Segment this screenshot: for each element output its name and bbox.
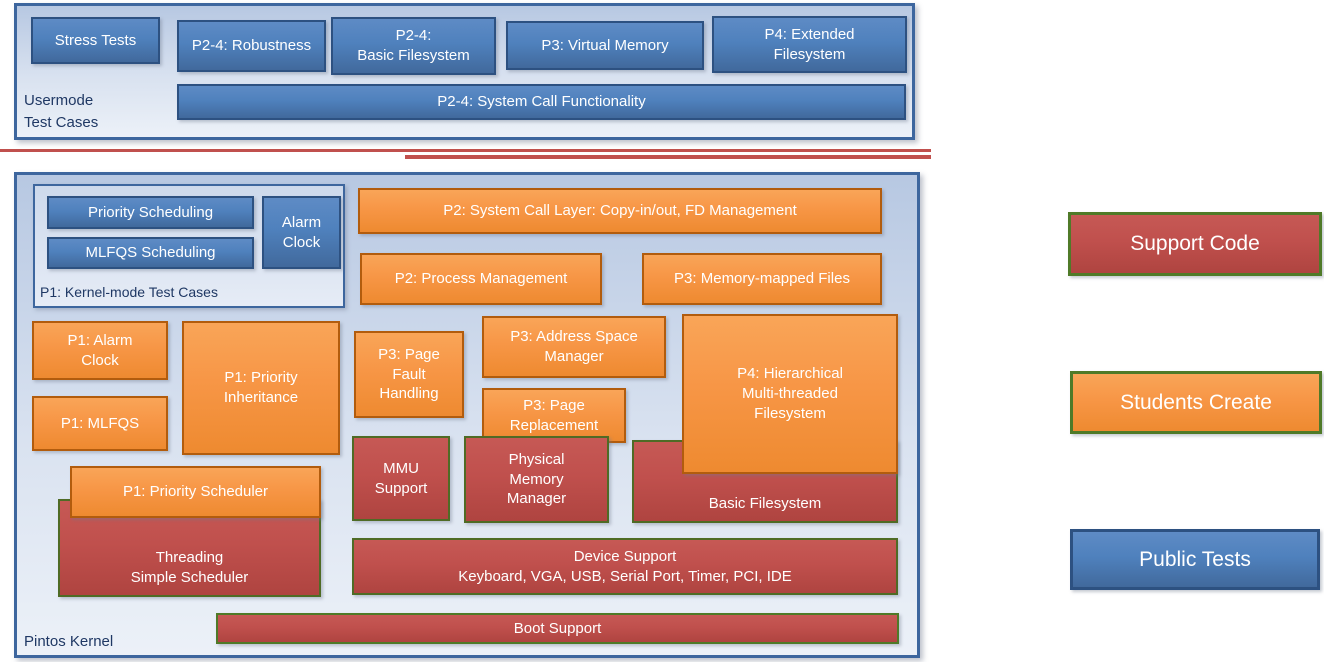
- box-mmu-support: MMU Support: [352, 436, 450, 521]
- box-p1-alarm-clock: P1: Alarm Clock: [32, 321, 168, 380]
- box-p1-priority-scheduler: P1: Priority Scheduler: [70, 466, 321, 518]
- legend-public-tests: Public Tests: [1070, 529, 1320, 590]
- kernel-mode-test-cases-label: P1: Kernel-mode Test Cases: [40, 284, 218, 300]
- box-device-support: Device Support Keyboard, VGA, USB, Seria…: [352, 538, 898, 595]
- box-priority-scheduling: Priority Scheduling: [47, 196, 254, 229]
- legend-students-create: Students Create: [1070, 371, 1322, 434]
- divider-line: [0, 149, 931, 152]
- usermode-group-label: Usermode Test Cases: [24, 92, 99, 131]
- box-p3-page-fault-handling: P3: Page Fault Handling: [354, 331, 464, 418]
- box-p1-mlfqs: P1: MLFQS: [32, 396, 168, 451]
- box-physical-memory-manager: Physical Memory Manager: [464, 436, 609, 523]
- box-p2-process-management: P2: Process Management: [360, 253, 602, 305]
- box-p2-syscall-layer: P2: System Call Layer: Copy-in/out, FD M…: [358, 188, 882, 234]
- box-p24-basic-filesystem: P2-4: Basic Filesystem: [331, 17, 496, 75]
- box-p3-virtual-memory: P3: Virtual Memory: [506, 21, 704, 70]
- box-boot-support: Boot Support: [216, 613, 899, 644]
- pintos-kernel-label: Pintos Kernel: [24, 633, 114, 650]
- box-p4-hierarchical-filesystem: P4: Hierarchical Multi-threaded Filesyst…: [682, 314, 898, 474]
- box-stress-tests: Stress Tests: [31, 17, 160, 64]
- usermode-test-cases-group: Stress Tests P2-4: Robustness P2-4: Basi…: [14, 3, 915, 140]
- box-p1-priority-inheritance: P1: Priority Inheritance: [182, 321, 340, 455]
- legend-support-code: Support Code: [1068, 212, 1322, 276]
- box-p3-page-replacement: P3: Page Replacement: [482, 388, 626, 443]
- pintos-kernel-group: Priority Scheduling MLFQS Scheduling Ala…: [14, 172, 920, 658]
- box-p3-address-space-manager: P3: Address Space Manager: [482, 316, 666, 378]
- box-p3-memory-mapped-files: P3: Memory-mapped Files: [642, 253, 882, 305]
- divider-line-2: [405, 155, 931, 159]
- box-p24-robustness: P2-4: Robustness: [177, 20, 326, 72]
- kernel-mode-test-cases-group: Priority Scheduling MLFQS Scheduling Ala…: [33, 184, 345, 308]
- box-p4-extended-filesystem: P4: Extended Filesystem: [712, 16, 907, 73]
- box-mlfqs-scheduling: MLFQS Scheduling: [47, 237, 254, 269]
- box-alarm-clock-test: Alarm Clock: [262, 196, 341, 269]
- box-p24-syscall-functionality: P2-4: System Call Functionality: [177, 84, 906, 120]
